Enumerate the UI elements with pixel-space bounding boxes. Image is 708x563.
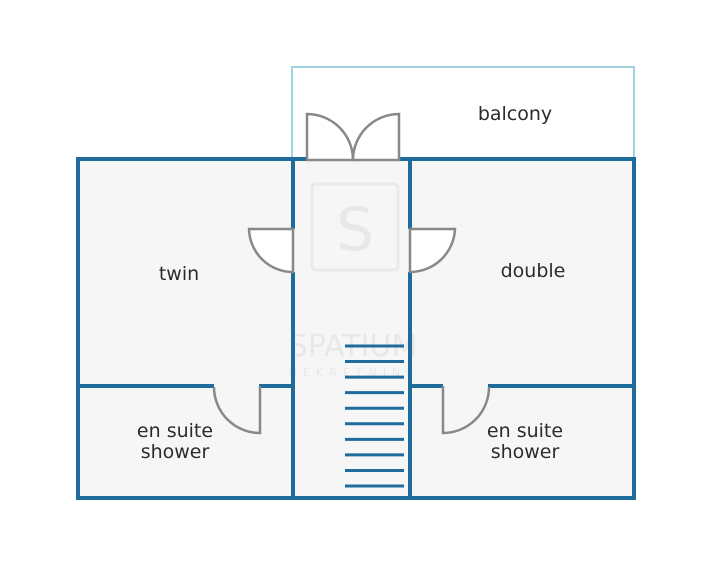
balcony-label: balcony [478,103,552,125]
double-room-outer-wall [408,157,636,500]
double-room-door [408,227,457,274]
twin-room-label: twin [159,263,199,285]
watermark-logo-letter: S [336,195,374,265]
ensuite-right-label-line1: en suite [487,420,563,442]
ensuite-left-label-line1: en suite [137,420,213,442]
double-room-floor [410,159,634,386]
ensuite-left-label-line2: shower [141,441,210,463]
staircase [345,344,404,488]
twin-room-floor [78,159,293,386]
balcony-door-right-leaf [351,112,401,162]
exterior-walls [76,157,636,500]
interior-walls [78,157,634,498]
double-room-label: double [501,260,566,282]
twin-room-door [247,227,295,274]
ensuite-left-door [212,386,262,435]
ensuite-right-door [441,386,491,435]
ensuite-right-floor [410,386,634,498]
ensuite-left-floor [78,386,293,498]
twin-room-outer-wall [76,157,295,500]
ensuite-right-label-line2: shower [491,441,560,463]
doors [212,112,491,435]
